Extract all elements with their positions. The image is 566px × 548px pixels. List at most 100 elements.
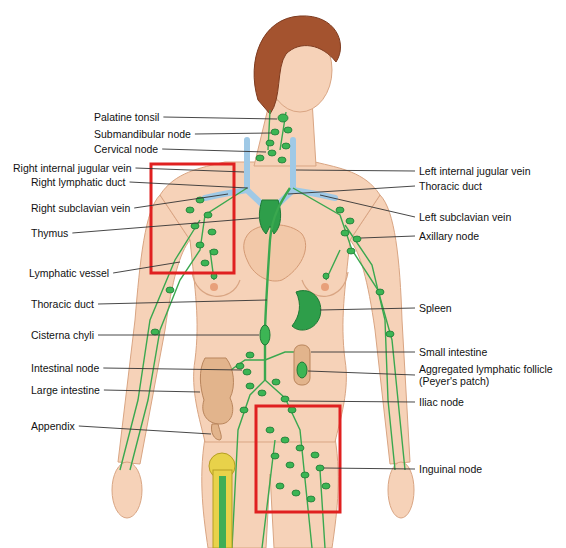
leader-line <box>288 186 415 194</box>
leader-line <box>289 401 415 402</box>
vessel <box>262 440 325 548</box>
lymphatic-vessels <box>120 110 405 548</box>
highlight-box <box>256 406 340 512</box>
lymph-node <box>288 407 296 413</box>
appendix <box>211 424 221 440</box>
lymph-node <box>301 472 309 478</box>
lymph-node <box>271 453 279 459</box>
lymph-node <box>272 379 280 385</box>
lymph-node <box>243 369 251 375</box>
part-label: Right lymphatic duct <box>30 176 127 188</box>
femur <box>209 453 235 548</box>
lymph-node <box>196 242 204 248</box>
leader-line <box>79 426 211 434</box>
leader-line <box>113 262 180 273</box>
leader-line <box>72 218 259 233</box>
lymph-node <box>281 396 289 402</box>
lymph-node <box>208 229 216 235</box>
large-intestine <box>200 358 233 440</box>
lymph-node <box>240 407 248 413</box>
lymph-node <box>266 140 274 146</box>
part-label: Iliac node <box>418 396 465 408</box>
lymph-node <box>386 331 394 337</box>
lymph-node <box>201 260 209 266</box>
part-label: Left internal jugular vein <box>418 165 532 177</box>
peyers-patch <box>297 362 307 378</box>
legs <box>202 438 338 548</box>
lymph-node <box>266 427 274 433</box>
leader-line <box>308 371 415 375</box>
leader-line <box>163 117 277 119</box>
lymph-node <box>246 352 254 358</box>
right-hand <box>112 462 142 518</box>
thoracic-duct <box>265 188 290 380</box>
part-label: Thymus <box>30 227 69 239</box>
lymph-node <box>286 462 294 468</box>
lymph-nodes <box>151 114 394 502</box>
part-label: Right internal jugular vein <box>12 162 132 174</box>
lymph-node <box>347 248 355 254</box>
leader-line <box>320 195 415 217</box>
lymph-node <box>151 329 159 335</box>
leader-line <box>98 335 259 336</box>
veins <box>205 140 335 208</box>
colon <box>200 358 233 424</box>
lymph-node <box>186 207 194 213</box>
lymph-node <box>323 273 329 279</box>
lymph-node <box>204 212 212 218</box>
leader-line <box>135 168 244 172</box>
left-hand <box>388 462 414 518</box>
leader-line <box>361 236 415 238</box>
lymph-node <box>376 289 384 295</box>
lymph-node <box>246 383 254 389</box>
leader-line <box>195 133 271 134</box>
small-intestine <box>294 345 310 385</box>
lymph-node <box>346 218 354 224</box>
vessel <box>228 352 300 372</box>
lymph-node <box>166 287 174 293</box>
leader-line <box>104 390 200 392</box>
cisterna-chyli <box>260 325 270 345</box>
highlight-box <box>151 164 234 273</box>
part-label: Lymphatic vessel <box>28 267 110 279</box>
vessel <box>130 188 247 470</box>
femur-shaft <box>213 470 232 548</box>
lymph-node <box>292 490 300 496</box>
part-label: Spleen <box>418 302 453 314</box>
lymph-node <box>282 143 290 149</box>
part-label: Appendix <box>30 420 76 432</box>
right-internal-jugular <box>244 140 250 190</box>
left-internal-jugular <box>290 140 296 190</box>
hair <box>254 16 340 114</box>
leader-line <box>324 468 415 469</box>
lymph-node <box>210 249 218 255</box>
part-label: Right subclavian vein <box>30 202 131 214</box>
leader-line <box>311 352 415 353</box>
leader-line <box>296 170 415 171</box>
part-label: Cisterna chyli <box>30 329 95 341</box>
lymph-node <box>353 236 361 242</box>
lymph-node <box>307 496 315 502</box>
part-label: Cervical node <box>93 143 159 155</box>
leader-line <box>320 308 415 310</box>
part-label: Left subclavian vein <box>418 211 512 223</box>
leader-line <box>130 182 248 188</box>
right-arm <box>118 195 190 464</box>
lymph-node <box>276 483 284 489</box>
lymph-node <box>268 150 276 156</box>
leader-line <box>134 194 228 208</box>
vessel <box>210 250 340 280</box>
lymph-node <box>296 445 304 451</box>
lymph-node <box>341 230 349 236</box>
breast-outline <box>192 272 240 296</box>
leader-line <box>98 300 267 304</box>
part-label: Thoracic duct <box>30 298 95 310</box>
lymph-node <box>281 437 289 443</box>
lymph-node <box>284 127 292 133</box>
lymph-node <box>278 157 286 163</box>
spleen <box>292 291 321 330</box>
part-label: Palatine tonsil <box>93 111 160 123</box>
lymph-node <box>256 155 264 161</box>
